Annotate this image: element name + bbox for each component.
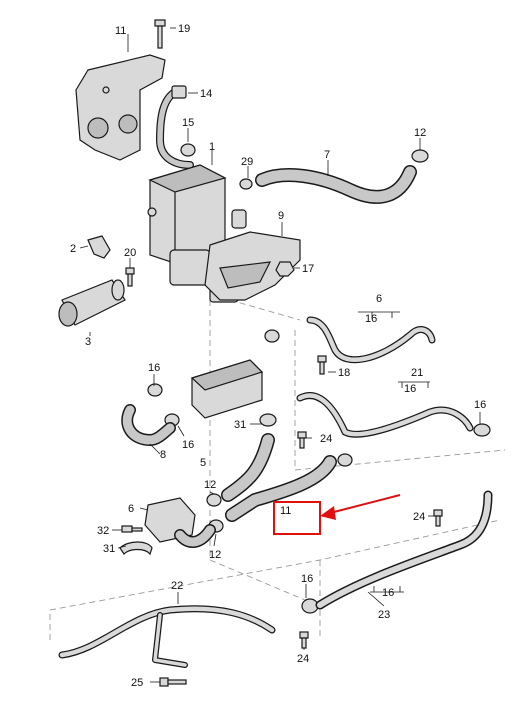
clamp-icon[interactable] (180, 143, 196, 157)
hose-14[interactable] (156, 85, 194, 169)
bolt-icon[interactable] (125, 267, 135, 287)
callout-label[interactable]: 16 (382, 587, 394, 599)
pipe-21[interactable] (296, 392, 474, 438)
callout-label[interactable]: 23 (378, 609, 390, 621)
muffler-3[interactable] (58, 279, 126, 327)
pump-6[interactable] (144, 497, 216, 548)
bolt-icon[interactable] (299, 631, 309, 649)
highlight-group (273, 494, 401, 535)
bolt-icon[interactable] (297, 431, 307, 449)
callout-label[interactable]: 9 (278, 210, 284, 222)
hose-8[interactable] (255, 165, 417, 204)
callout-label[interactable]: 29 (241, 156, 253, 168)
callout-label[interactable]: 17 (302, 263, 314, 275)
y-hose-12[interactable] (221, 433, 337, 522)
callout-label[interactable]: 24 (320, 433, 332, 445)
callout-label[interactable]: 11 (115, 25, 126, 37)
callout-label[interactable]: 15 (182, 117, 194, 129)
heat-shield-9[interactable] (204, 231, 301, 301)
callout-label[interactable]: 16 (182, 439, 194, 451)
hose-10[interactable] (121, 404, 176, 446)
bolt-icon[interactable] (159, 677, 187, 687)
bolt-icon[interactable] (121, 525, 143, 533)
clamp-icon[interactable] (239, 178, 253, 190)
arrow-icon (329, 494, 401, 514)
callout-label[interactable]: 2 (70, 243, 76, 255)
callout-label[interactable]: 31 (234, 419, 246, 431)
bracket-11[interactable] (75, 54, 166, 161)
elbow-2[interactable] (87, 235, 111, 259)
guide-lines (49, 299, 506, 640)
nut-17[interactable] (275, 261, 295, 277)
clamp-icon[interactable] (337, 453, 353, 467)
callout-label[interactable]: 21 (411, 367, 423, 379)
callout-label[interactable]: 16 (404, 383, 416, 395)
callout-label[interactable]: 19 (178, 23, 190, 35)
callout-label[interactable]: 31 (103, 543, 115, 555)
bolt-icon[interactable] (317, 355, 327, 375)
callout-label[interactable]: 32 (97, 525, 109, 537)
clamp-icon[interactable] (411, 149, 429, 163)
clamp-icon[interactable] (259, 413, 277, 427)
pipe-22[interactable] (58, 605, 276, 668)
callout-labels: 11 19 14 15 1 29 7 12 2 20 9 17 3 6 16 1… (70, 23, 486, 689)
callout-label[interactable]: 16 (365, 313, 377, 325)
clamp-icon[interactable] (206, 493, 222, 507)
callout-label[interactable]: 16 (148, 362, 160, 374)
callout-label[interactable]: 11 (280, 505, 291, 517)
bolt-icon[interactable] (433, 509, 443, 527)
callout-label[interactable]: 8 (160, 449, 166, 461)
callout-label[interactable]: 25 (131, 677, 143, 689)
pipe-7[interactable] (306, 316, 436, 364)
callout-label[interactable]: 18 (338, 367, 350, 379)
callout-label[interactable]: 22 (171, 580, 183, 592)
clamp-icon[interactable] (473, 423, 491, 437)
callout-label[interactable]: 20 (124, 247, 136, 259)
strap-31[interactable] (119, 541, 153, 556)
callout-label[interactable]: 24 (413, 511, 425, 523)
callout-label[interactable]: 24 (297, 653, 309, 665)
callout-label[interactable]: 6 (128, 503, 134, 515)
callout-label[interactable]: 1 (209, 141, 215, 153)
callout-label[interactable]: 12 (414, 127, 426, 139)
callout-label[interactable]: 7 (324, 149, 330, 161)
clamp-icon[interactable] (264, 329, 280, 343)
highlight-box (273, 501, 321, 535)
callout-label[interactable]: 12 (209, 549, 221, 561)
callout-label[interactable]: 5 (200, 457, 206, 469)
callout-label[interactable]: 16 (301, 573, 313, 585)
clamp-icon[interactable] (301, 598, 319, 614)
clamp-icon[interactable] (147, 383, 163, 397)
callout-label[interactable]: 3 (85, 336, 91, 348)
callout-label[interactable]: 16 (474, 399, 486, 411)
pipe-23[interactable] (315, 490, 493, 610)
bolt-icon[interactable] (154, 19, 166, 49)
valve-5[interactable] (190, 359, 264, 419)
callout-label[interactable]: 6 (376, 293, 382, 305)
callout-label[interactable]: 14 (200, 88, 212, 100)
leader-lines (79, 27, 481, 683)
arrow-head (320, 506, 336, 520)
callout-label[interactable]: 12 (204, 479, 216, 491)
